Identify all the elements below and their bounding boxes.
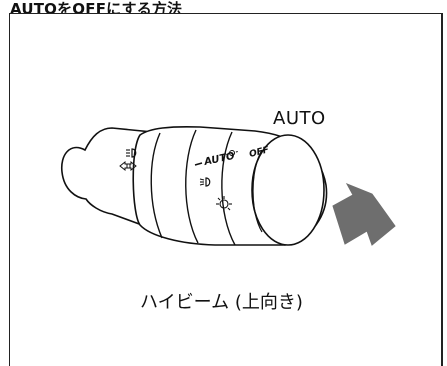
- frame-right-edge: [441, 13, 443, 366]
- page-title: AUTOをOFFにする方法: [10, 0, 183, 14]
- headlight-signal-icon: [126, 148, 137, 158]
- content-frame: [9, 13, 442, 366]
- sun-light-icon: [216, 196, 232, 212]
- auto-label: AUTO: [273, 108, 326, 129]
- direction-arrow-icon: [119, 160, 137, 172]
- push-direction-arrow: [332, 183, 396, 246]
- side-light-icon: [226, 150, 238, 156]
- switch-label-off: OFF: [248, 145, 271, 160]
- caption-high-beam: ハイビーム (上向き): [140, 292, 303, 313]
- low-beam-icon: [199, 177, 211, 187]
- lever-end-cap: [251, 134, 325, 246]
